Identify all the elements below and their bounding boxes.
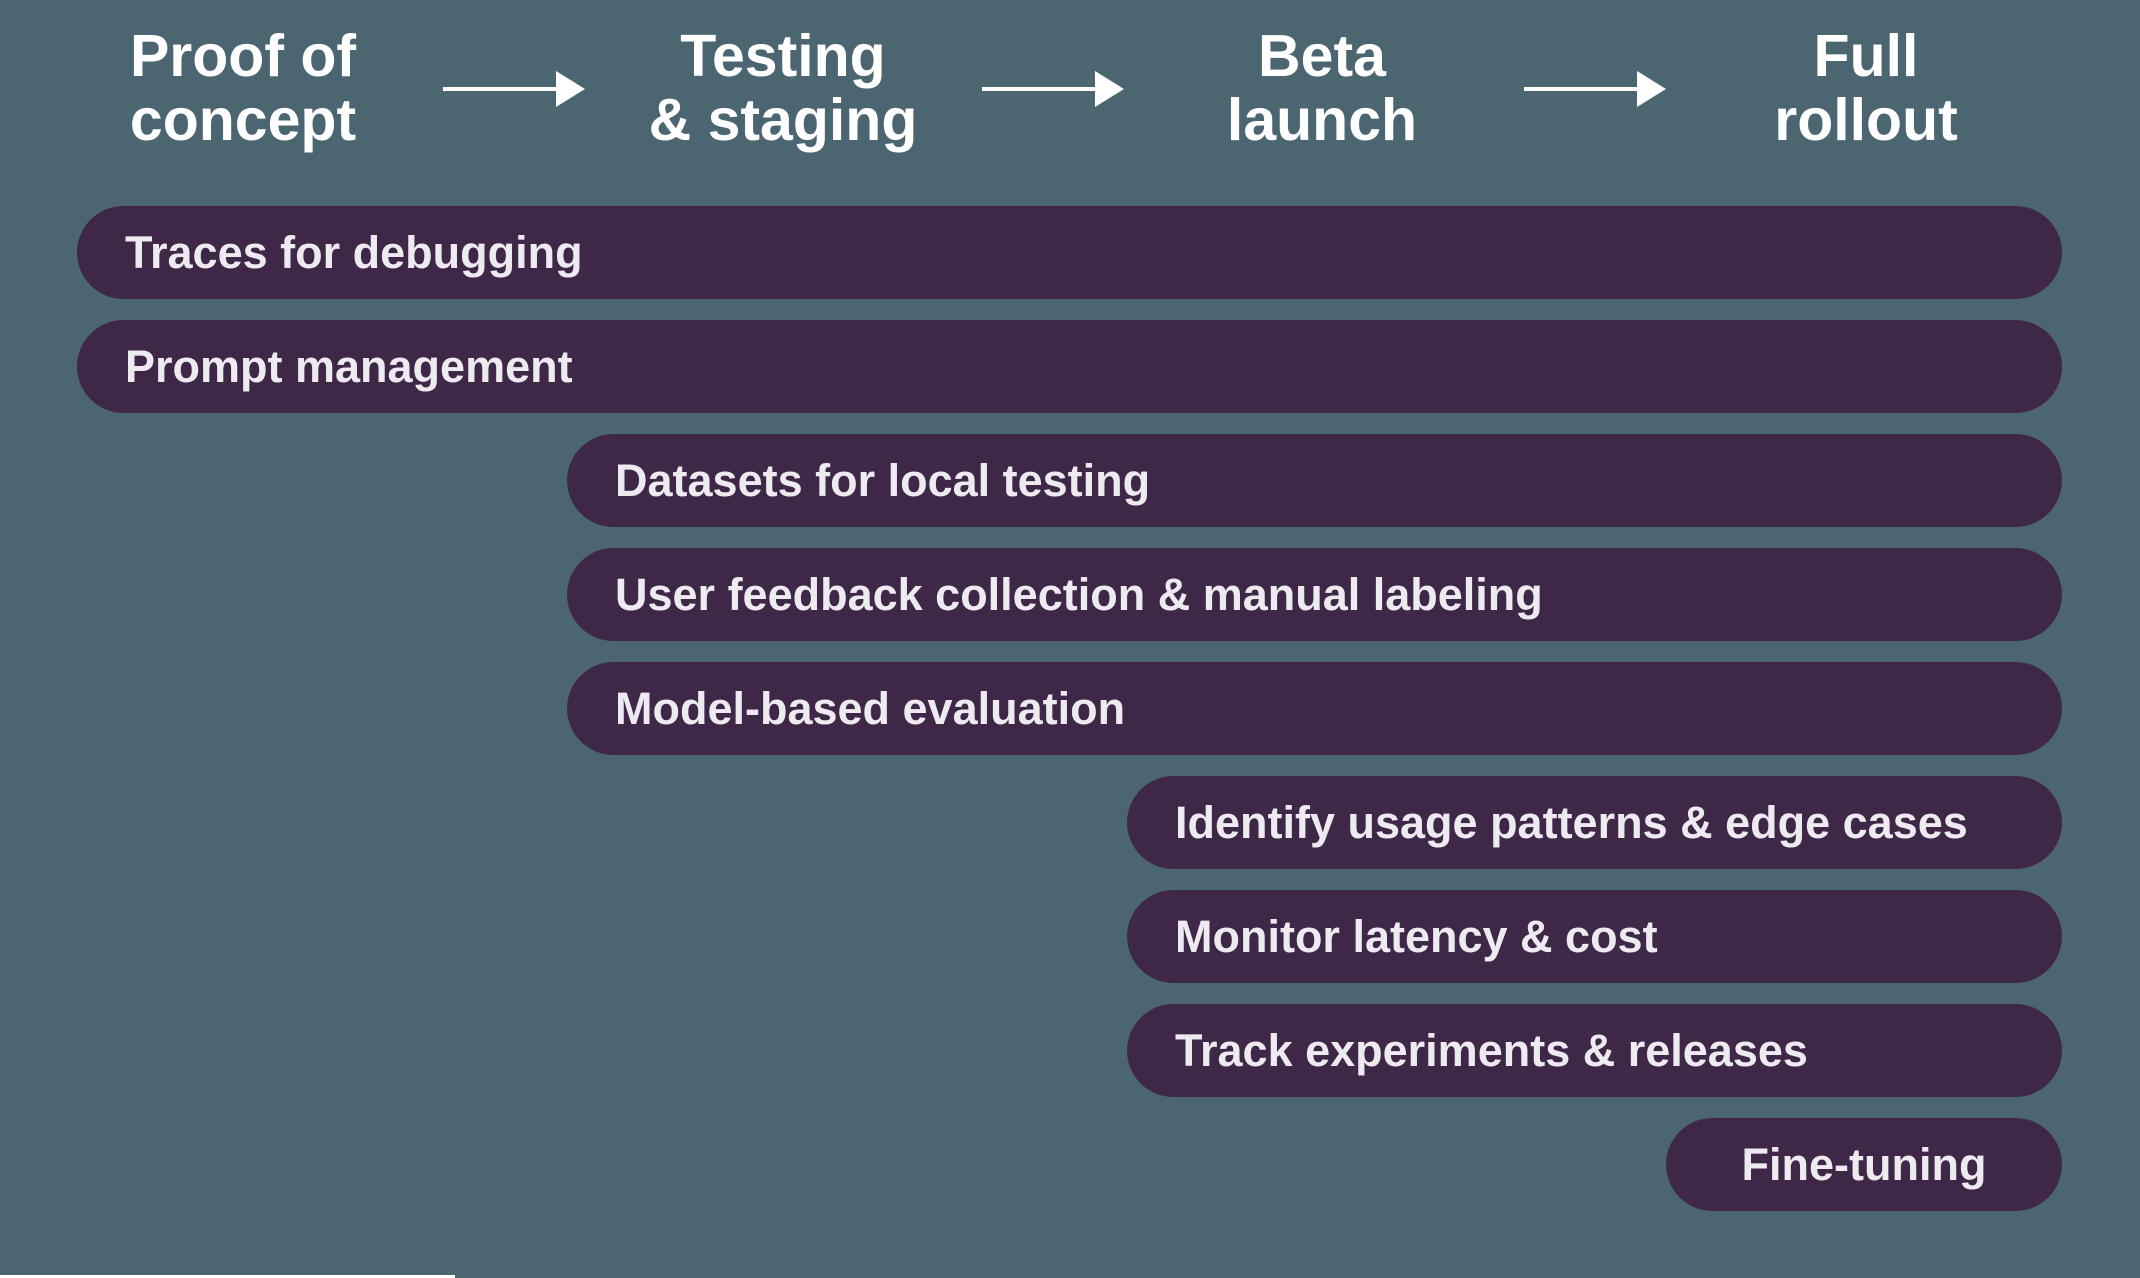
arrow-shaft bbox=[443, 86, 556, 91]
arrow-shaft bbox=[982, 86, 1095, 91]
bar-user-feedback-labeling: User feedback collection & manual labeli… bbox=[567, 548, 2062, 641]
bar-datasets-local-testing: Datasets for local testing bbox=[567, 434, 2062, 527]
bar-fine-tuning: Fine-tuning bbox=[1666, 1118, 2062, 1211]
stage-header-proof-of-concept: Proof of concept bbox=[129, 23, 357, 153]
right-arrow-icon bbox=[1524, 70, 1666, 107]
stage-header-testing-staging: Testing & staging bbox=[648, 23, 918, 153]
bar-monitor-latency-cost: Monitor latency & cost bbox=[1127, 890, 2062, 983]
arrow-head bbox=[1095, 70, 1124, 107]
stage-header-beta-launch: Beta launch bbox=[1226, 23, 1418, 153]
bar-track-experiments: Track experiments & releases bbox=[1127, 1004, 2062, 1097]
arrow-head bbox=[556, 70, 585, 107]
right-arrow-icon bbox=[443, 70, 585, 107]
arrow-shaft bbox=[1524, 86, 1637, 91]
stage-header-full-rollout: Full rollout bbox=[1774, 23, 1958, 153]
bar-model-based-evaluation: Model-based evaluation bbox=[567, 662, 2062, 755]
bar-usage-patterns-edge-cases: Identify usage patterns & edge cases bbox=[1127, 776, 2062, 869]
bottom-edge-artifact bbox=[0, 1275, 455, 1278]
right-arrow-icon bbox=[982, 70, 1124, 107]
arrow-head bbox=[1637, 70, 1666, 107]
bar-traces-for-debugging: Traces for debugging bbox=[77, 206, 2062, 299]
bar-prompt-management: Prompt management bbox=[77, 320, 2062, 413]
